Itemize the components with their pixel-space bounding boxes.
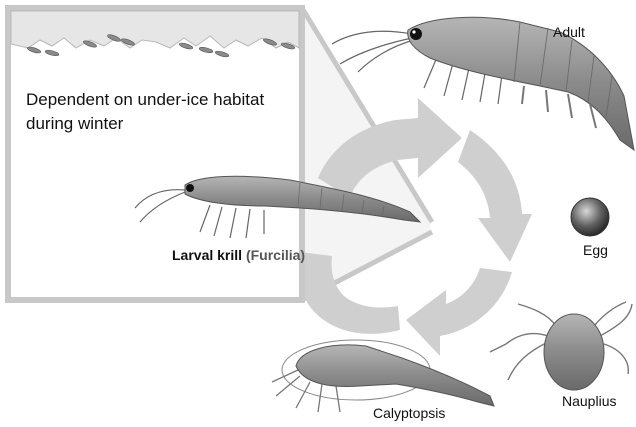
egg-illustration bbox=[571, 198, 609, 236]
cycle-arrow-bottom bbox=[406, 268, 512, 356]
furcilia-label: (Furcilia) bbox=[246, 247, 305, 263]
larval-krill-label: Larval krill (Furcilia) bbox=[172, 247, 305, 263]
nauplius-illustration bbox=[490, 302, 632, 390]
calyptopsis-illustration bbox=[272, 340, 494, 412]
inset-caption: Dependent on under-ice habitat during wi… bbox=[26, 88, 306, 136]
egg-label: Egg bbox=[583, 242, 608, 258]
larval-krill-name: Larval krill bbox=[172, 247, 242, 263]
cycle-arrow-right bbox=[458, 130, 532, 262]
adult-label: Adult bbox=[553, 24, 585, 40]
nauplius-label: Nauplius bbox=[562, 393, 616, 409]
calyptopsis-label: Calyptopsis bbox=[373, 405, 445, 421]
